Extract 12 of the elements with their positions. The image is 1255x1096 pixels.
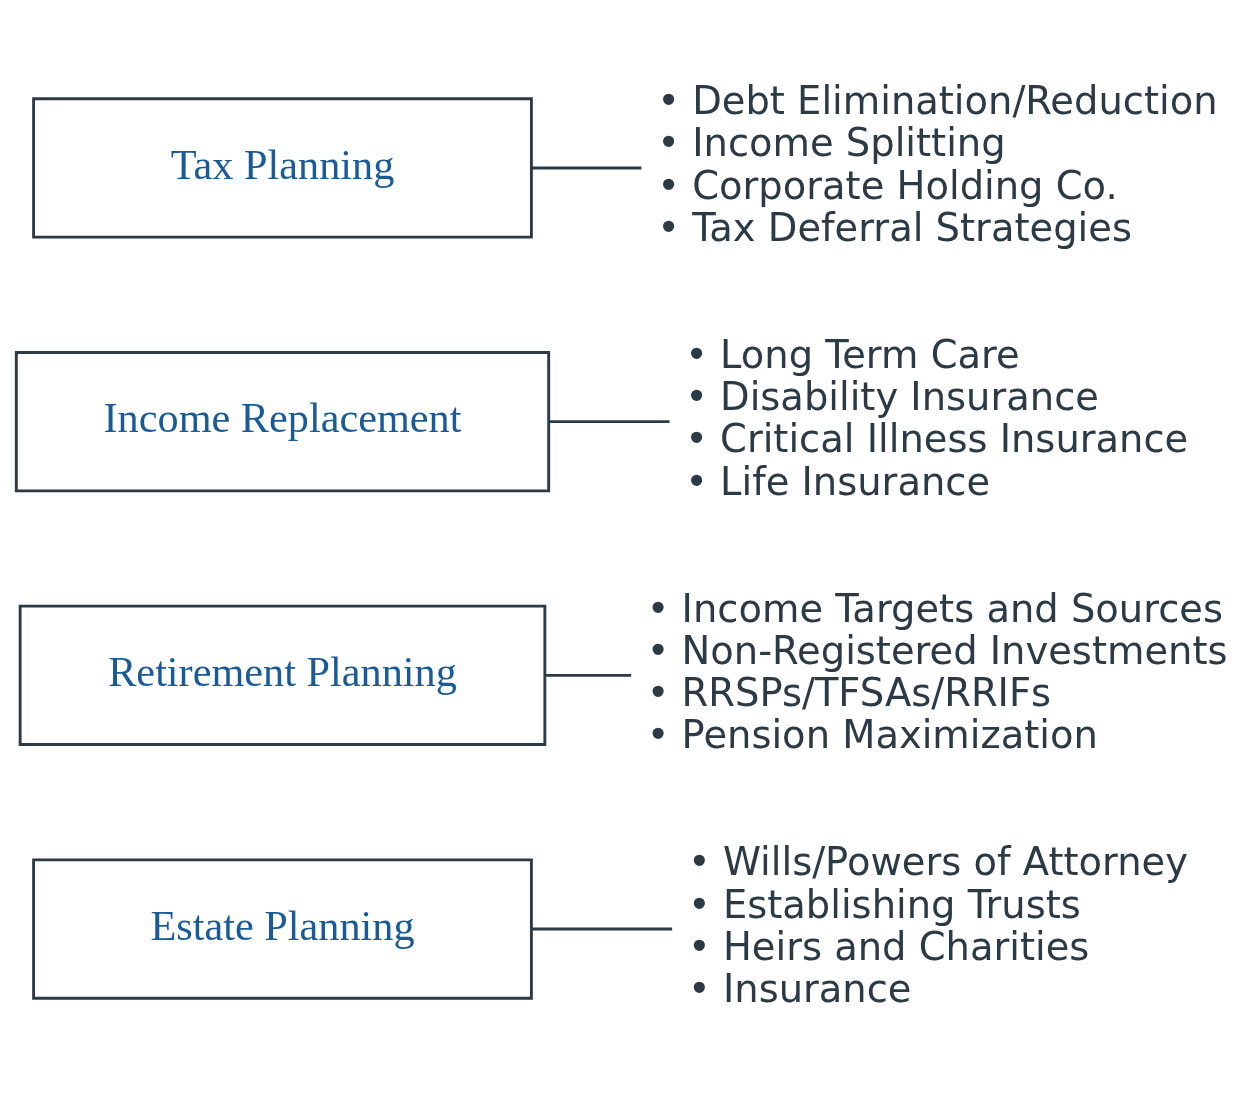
node-text: • Debt Elimination/Reduction • Income Splitting • Corporate Holding Co. • Tax Deferral Strategies — [657, 77, 1218, 250]
node-box: Income Replacement — [14, 350, 551, 492]
connector — [545, 673, 632, 677]
node-text: • Long Term Care • Disability Insurance • Critical Illness Insurance • Life Insurance — [685, 331, 1189, 504]
node-text: • Income Targets and Sources • Non-Registered Investments • RRSPs/TFSAs/RRIFs • Pension Maximization — [646, 585, 1228, 757]
node-box: Retirement Planning — [18, 604, 547, 746]
node-box: Estate Planning — [32, 857, 533, 1000]
node-box: Tax Planning — [32, 96, 533, 239]
node-text: • Wills/Powers of Attorney • Establishing Trusts • Heirs and Charities • Insurance — [688, 838, 1188, 1011]
connector — [548, 419, 670, 423]
connector — [532, 927, 673, 930]
connector — [532, 166, 642, 169]
